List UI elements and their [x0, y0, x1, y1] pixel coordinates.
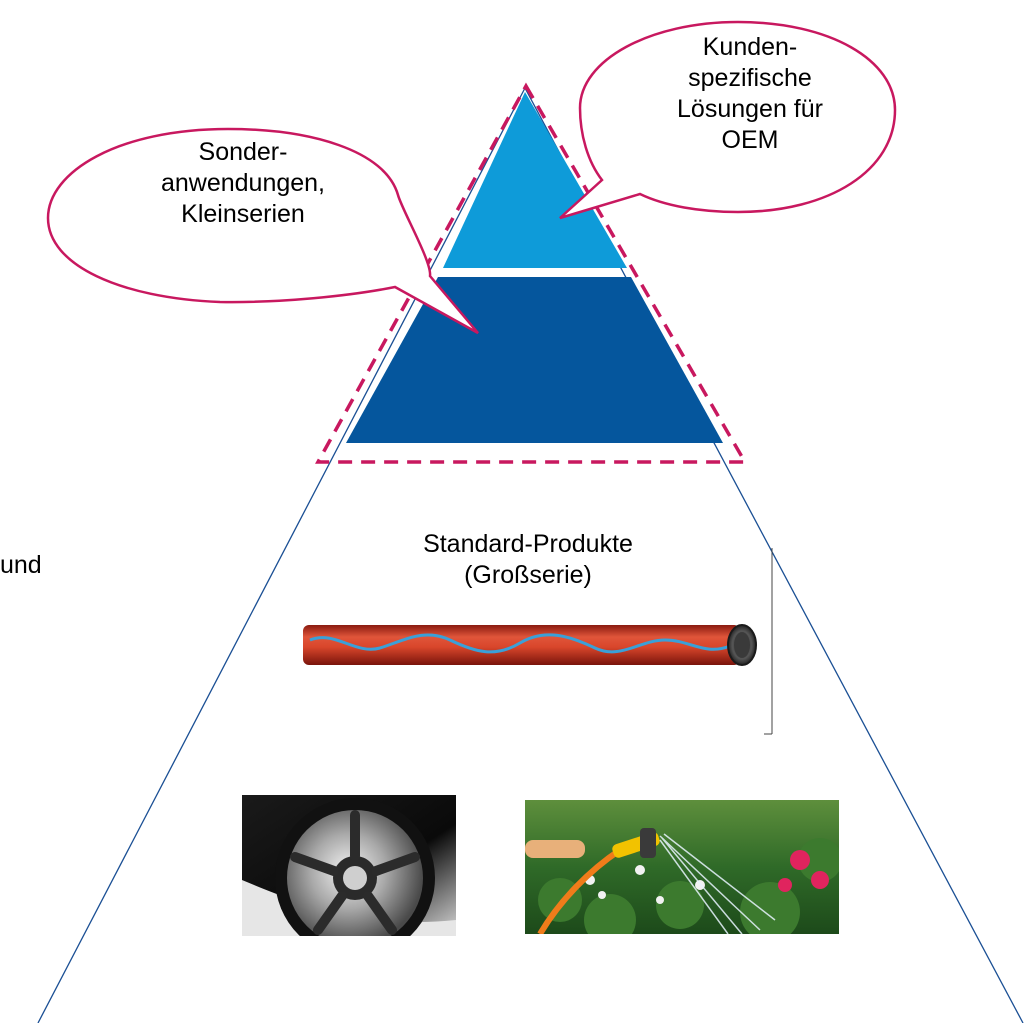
right-bubble-line-2: spezifische [688, 64, 812, 92]
left-bubble-line-3: Kleinserien [181, 200, 305, 228]
pyramid-apex-tier [443, 92, 627, 268]
car-wheel-icon [275, 798, 435, 936]
right-bubble-line-4: OEM [721, 126, 779, 154]
right-bubble-text: Kunden- spezifische Lösungen für OEM [640, 32, 860, 156]
car-wheel-photo [242, 795, 456, 936]
right-bubble-line-3: Lösungen für [677, 95, 823, 123]
standard-line-2: (Großserie) [464, 561, 592, 589]
cutoff-text: und [0, 551, 42, 579]
left-speech-bubble [46, 127, 479, 335]
pyramid-middle-tier [346, 277, 723, 443]
right-bubble-line-1: Kunden- [702, 33, 798, 61]
left-bubble-line-2: anwendungen, [160, 169, 326, 197]
right-speech-bubble [559, 20, 897, 220]
dashed-highlight-triangle [315, 82, 749, 464]
garden-hose-photo [525, 800, 839, 934]
left-bubble-line-1: Sonder- [198, 138, 288, 166]
hose-illustration [303, 624, 757, 666]
garden-hose-icon [612, 828, 660, 858]
standard-products-text: Standard-Produkte (Großserie) [378, 529, 678, 591]
standard-line-1: Standard-Produkte [423, 530, 633, 558]
bracket-line [764, 548, 773, 735]
left-bubble-text: Sonder- anwendungen, Kleinserien [128, 137, 358, 230]
